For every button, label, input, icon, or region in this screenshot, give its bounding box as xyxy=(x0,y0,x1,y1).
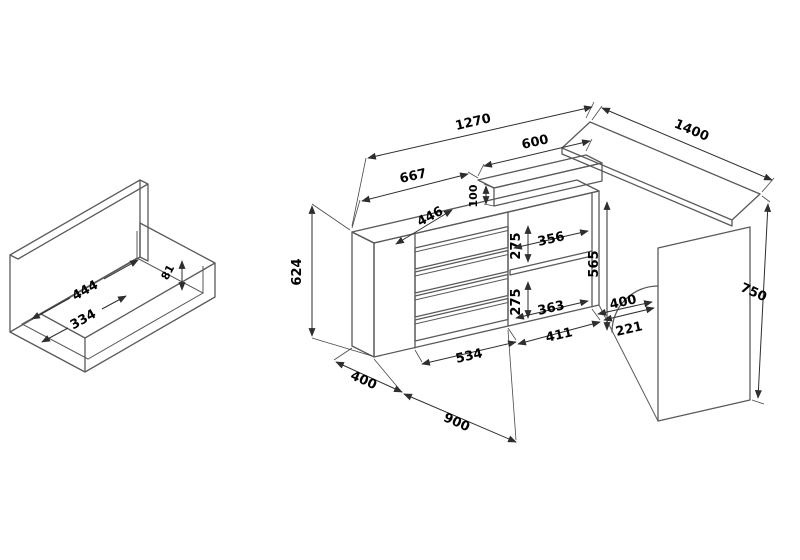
dim-label-334: 334 xyxy=(68,307,99,333)
right-cabinet-front xyxy=(657,226,751,422)
dimension-275-lower: 275 xyxy=(509,281,532,319)
dimension-534: 534 xyxy=(414,327,517,367)
dim-arrow xyxy=(403,393,517,443)
dimension-363: 363 xyxy=(515,298,589,320)
drawer-box-outer-edges xyxy=(9,222,216,373)
dim-label-400-middle: 400 xyxy=(608,292,638,313)
dim-arrow xyxy=(367,105,593,160)
drawer-front-2 xyxy=(414,249,509,294)
dim-label-81: 81 xyxy=(159,263,178,283)
dimension-drawer-depth: 334 xyxy=(41,295,127,343)
dimension-100: 100 xyxy=(467,183,495,207)
riser-shelf-front xyxy=(493,162,603,207)
drawer-front-2-edge xyxy=(414,254,509,277)
drawer-front-panel xyxy=(9,179,141,333)
dimension-drawer-height: 81 xyxy=(159,260,186,291)
dimension-600: 600 xyxy=(477,132,593,177)
dim-arrow xyxy=(103,259,139,280)
dimension-1400: 1400 xyxy=(591,105,775,193)
dim-label-600: 600 xyxy=(520,132,550,153)
ext-lines xyxy=(311,203,373,357)
dim-arrow xyxy=(483,139,591,168)
dim-arrow xyxy=(601,107,773,181)
drawer-front-4-edge xyxy=(414,302,509,325)
dim-arrow xyxy=(101,295,127,310)
dim-label-565: 565 xyxy=(587,250,602,277)
ext-lines xyxy=(414,327,517,363)
drawer-front-3 xyxy=(414,273,509,318)
right-wing-top-thickness xyxy=(561,147,733,227)
dim-arrow xyxy=(41,327,69,343)
dim-arrow xyxy=(335,361,403,393)
drawer-front-1 xyxy=(414,225,509,270)
dim-arrow xyxy=(513,229,589,250)
dim-label-446: 446 xyxy=(415,204,446,230)
ext-lines xyxy=(591,308,601,321)
dim-label-221: 221 xyxy=(614,319,644,340)
dim-label-900: 900 xyxy=(441,410,472,435)
drawer-front-4 xyxy=(414,297,509,342)
drawer-pedestal-edges xyxy=(414,211,509,349)
dim-label-363: 363 xyxy=(536,298,566,319)
dim-label-400-left: 400 xyxy=(348,368,379,393)
drawer-front-panel-edge xyxy=(9,179,149,262)
dim-arrow xyxy=(754,203,772,399)
desk-left-side-panel xyxy=(351,231,375,358)
dim-label-667: 667 xyxy=(398,166,428,187)
ext-lines xyxy=(507,329,517,441)
drawer-box-rim xyxy=(40,222,216,339)
dimension-275-upper: 275 xyxy=(509,225,532,263)
ext-lines xyxy=(751,195,771,405)
dim-arrow xyxy=(361,172,469,203)
dim-arrow xyxy=(31,297,71,320)
dim-label-624: 624 xyxy=(290,258,305,285)
dimension-356: 356 xyxy=(513,229,589,250)
dimension-667: 667 xyxy=(351,166,479,229)
ext-lines xyxy=(351,171,479,229)
drawer-front-3-edge xyxy=(414,278,509,301)
desk-view: 1270 600 1400 667 100 446 6 xyxy=(290,101,775,443)
dim-label-411: 411 xyxy=(544,325,574,346)
dimension-565: 565 xyxy=(587,201,611,331)
drawer-detail-view: 444 334 81 xyxy=(9,179,216,373)
middle-shelf-board xyxy=(509,250,593,276)
dimension-624: 624 xyxy=(290,203,373,357)
dimension-750: 750 xyxy=(738,195,772,405)
drawer-inner-floor xyxy=(20,231,205,360)
drawer-fronts xyxy=(414,225,509,342)
dim-label-534: 534 xyxy=(454,346,484,367)
dim-label-356: 356 xyxy=(536,229,566,250)
drawer-front-1-edge xyxy=(414,230,509,253)
dim-arrow xyxy=(395,209,453,245)
dim-label-100: 100 xyxy=(467,184,480,207)
dim-arrow xyxy=(421,340,517,366)
dimension-446: 446 xyxy=(395,204,453,245)
cabinet-door-arc xyxy=(611,285,659,333)
dim-label-275-lower: 275 xyxy=(509,288,524,315)
dimension-411: 411 xyxy=(517,308,601,346)
dim-arrow xyxy=(517,320,601,346)
